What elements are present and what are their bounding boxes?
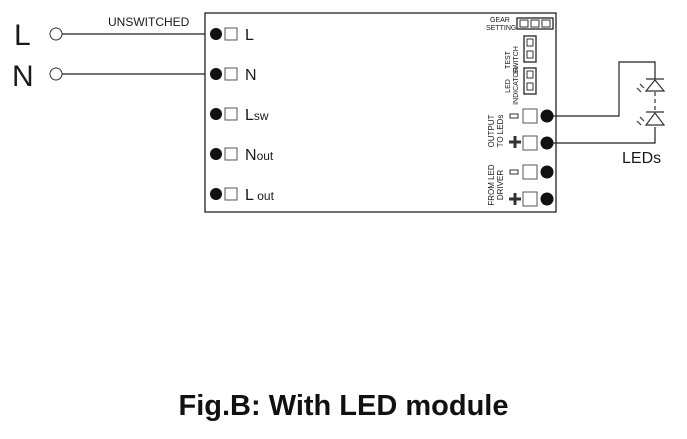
terminal-Lout: L out	[210, 187, 275, 204]
figure-caption: Fig.B: With LED module	[178, 390, 509, 422]
gear-setting-dip-switch	[516, 17, 554, 30]
driver-plus-terminal	[509, 191, 554, 207]
terminal-label: N	[245, 147, 257, 164]
terminal-sublabel: out	[254, 189, 275, 203]
terminal-Lsw: Lsw	[210, 107, 269, 124]
gear-setting-label-2: SETTING	[486, 25, 516, 32]
dip-slot	[519, 19, 529, 28]
terminal-sublabel: out	[257, 149, 274, 163]
output-to-leds-label-2: TO LEDs	[496, 115, 505, 148]
svg-text:Nout: Nout	[245, 147, 274, 164]
minus-icon	[509, 113, 519, 119]
leds-label: LEDs	[622, 150, 661, 167]
dip-slot	[541, 19, 551, 28]
plus-icon	[509, 136, 521, 148]
output-to-leds-label-1: OUTPUT	[487, 114, 496, 147]
terminal-dot	[540, 109, 554, 123]
terminal-dot	[210, 108, 222, 120]
terminal-label: L	[245, 187, 254, 204]
svg-text:L out: L out	[245, 187, 275, 204]
terminal-screw	[224, 107, 238, 121]
led-diode-icon	[636, 78, 666, 93]
terminal-screw	[522, 164, 538, 180]
terminal-L: L	[210, 27, 254, 44]
terminal-Nout: Nout	[210, 147, 274, 164]
test-switch-label-2: SWITCH	[513, 46, 520, 74]
led-cathode-wire	[553, 127, 656, 144]
unswitched-label: UNSWITCHED	[108, 15, 190, 29]
terminal-screw	[522, 135, 538, 151]
terminal-screw	[224, 67, 238, 81]
terminal-label: L	[245, 27, 254, 44]
led-diode-icon	[636, 111, 666, 126]
terminal-dot	[210, 68, 222, 80]
terminal-screw	[224, 147, 238, 161]
plus-icon	[509, 193, 521, 205]
from-led-driver-label-2: DRIVER	[496, 170, 505, 200]
terminal-screw	[522, 108, 538, 124]
led-anode-wire	[553, 61, 656, 117]
terminal-dot	[210, 148, 222, 160]
svg-text:Lsw: Lsw	[245, 107, 269, 124]
terminal-label: L	[245, 107, 254, 124]
terminal-dot	[210, 188, 222, 200]
terminal-dot	[540, 165, 554, 179]
terminal-sublabel: sw	[254, 109, 269, 123]
led-indicator-label-1: LED	[505, 79, 512, 93]
terminal-dot	[540, 192, 554, 206]
terminal-N: N	[210, 67, 257, 84]
output-minus-terminal	[509, 108, 554, 124]
from-led-driver-label-1: FROM LED	[487, 164, 496, 206]
test-switch	[523, 35, 537, 63]
terminal-screw	[224, 27, 238, 41]
minus-icon	[509, 169, 519, 175]
led-indicator	[523, 67, 537, 95]
terminal-screw	[522, 191, 538, 207]
terminal-dot	[210, 28, 222, 40]
line-input-label: L	[14, 19, 31, 52]
dip-slot	[530, 19, 540, 28]
led-indicator-label-2: INDICATOR	[513, 67, 520, 105]
driver-minus-terminal	[509, 164, 554, 180]
terminal-label: N	[245, 67, 257, 84]
led-module-box	[204, 12, 557, 213]
terminal-screw	[224, 187, 238, 201]
line-input-terminal	[49, 27, 63, 41]
terminal-dot	[540, 136, 554, 150]
neutral-input-terminal	[49, 67, 63, 81]
output-plus-terminal	[509, 135, 554, 151]
neutral-input-label: N	[12, 60, 34, 93]
gear-setting-label-1: GEAR	[490, 17, 510, 24]
test-switch-label-1: TEST	[505, 50, 512, 69]
